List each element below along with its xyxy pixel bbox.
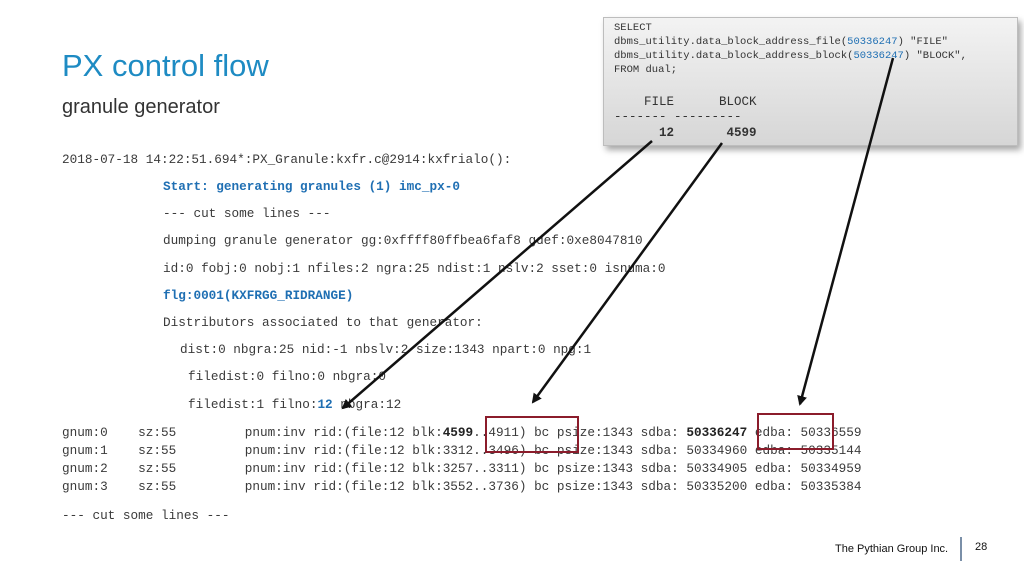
footer-company: The Pythian Group Inc. bbox=[835, 543, 949, 555]
granule-sdba: 50335200 bbox=[686, 479, 748, 494]
granule-sdba: 50334905 bbox=[686, 461, 748, 476]
filedist1-nbgra: nbgra:12 bbox=[332, 397, 402, 412]
filedist1-filno: 12 bbox=[317, 397, 333, 412]
trace-dist-line: dist:0 nbgra:25 nid:-1 nbslv:2 size:1343… bbox=[180, 342, 592, 357]
sql-file-alias: ) "FILE" bbox=[897, 36, 948, 48]
granule-edba: edba: 50334959 bbox=[747, 461, 862, 476]
granule-sdba: 50336247 bbox=[686, 425, 748, 440]
flg-name: (KXFRGG_RIDRANGE) bbox=[223, 288, 354, 303]
arrow-dba-to-sdba bbox=[797, 57, 895, 406]
granule-row: gnum:3 sz:55 pnum:inv rid:(file:12 blk:3… bbox=[62, 479, 861, 494]
sql-block-dba: 50336247 bbox=[853, 50, 904, 62]
page-number: 28 bbox=[975, 541, 988, 553]
granule-mid: ..3736) bc psize:1343 sdba: bbox=[473, 479, 687, 494]
granule-row: gnum:2 sz:55 pnum:inv rid:(file:12 blk:3… bbox=[62, 461, 861, 476]
granule-prefix: gnum:3 sz:55 pnum:inv rid:(file:12 blk: bbox=[62, 479, 443, 494]
granule-prefix: gnum:1 sz:55 pnum:inv rid:(file:12 blk: bbox=[62, 443, 443, 458]
arrow-block-to-blk bbox=[531, 142, 724, 404]
granule-row: gnum:1 sz:55 pnum:inv rid:(file:12 blk:3… bbox=[62, 443, 861, 458]
trace-cut-footer-line: --- cut some lines --- bbox=[62, 508, 230, 523]
trace-filedist1-line: filedist:1 filno:12 nbgra:12 bbox=[188, 397, 401, 412]
sql-from-line: FROM dual; bbox=[614, 64, 678, 76]
granule-edba: edba: 50336559 bbox=[747, 425, 862, 440]
trace-timestamp-line: 2018-07-18 14:22:51.694*:PX_Granule:kxfr… bbox=[62, 152, 512, 167]
granule-edba: edba: 50335384 bbox=[747, 479, 862, 494]
trace-distributors-line: Distributors associated to that generato… bbox=[163, 315, 483, 330]
granule-mid: ..3311) bc psize:1343 sdba: bbox=[473, 461, 687, 476]
granule-sdba: 50334960 bbox=[686, 443, 748, 458]
granule-prefix: gnum:2 sz:55 pnum:inv rid:(file:12 blk: bbox=[62, 461, 443, 476]
granule-blk-start: 3312 bbox=[442, 443, 474, 458]
slide-subtitle: granule generator bbox=[62, 96, 220, 118]
slide-title: PX control flow bbox=[62, 48, 269, 83]
sql-block-alias: ) "BLOCK", bbox=[903, 50, 967, 62]
trace-start-line: Start: generating granules (1) imc_px-0 bbox=[163, 179, 460, 194]
granule-blk-start: 4599 bbox=[442, 425, 474, 440]
granule-edba: edba: 50335144 bbox=[747, 443, 862, 458]
granule-prefix: gnum:0 sz:55 pnum:inv rid:(file:12 blk: bbox=[62, 425, 443, 440]
sdba-highlight-box bbox=[757, 413, 834, 450]
trace-flg-line: flg:0001(KXFRGG_RIDRANGE) bbox=[163, 288, 353, 303]
arrow-file-to-filno bbox=[341, 140, 653, 410]
granule-blk-start: 3552 bbox=[442, 479, 474, 494]
sql-block-func: dbms_utility.data_block_address_block( bbox=[614, 50, 854, 62]
trace-cut-line: --- cut some lines --- bbox=[163, 206, 331, 221]
filedist1-label: filedist:1 filno: bbox=[188, 397, 318, 412]
flg-value: flg:0001 bbox=[163, 288, 224, 303]
footer-divider bbox=[960, 537, 962, 561]
sql-file-dba: 50336247 bbox=[847, 36, 898, 48]
granule-row: gnum:0 sz:55 pnum:inv rid:(file:12 blk:4… bbox=[62, 425, 861, 440]
trace-filedist0-line: filedist:0 filno:0 nbgra:0 bbox=[188, 369, 386, 384]
trace-id-line: id:0 fobj:0 nobj:1 nfiles:2 ngra:25 ndis… bbox=[163, 261, 666, 276]
sql-block-line: dbms_utility.data_block_address_block(50… bbox=[614, 49, 967, 63]
sql-file-func: dbms_utility.data_block_address_file( bbox=[614, 36, 848, 48]
sql-result-row: 12 4599 bbox=[614, 126, 757, 140]
sql-file-line: dbms_utility.data_block_address_file(503… bbox=[614, 35, 948, 49]
granule-blk-start: 3257 bbox=[442, 461, 474, 476]
trace-dump-line: dumping granule generator gg:0xffff80ffb… bbox=[163, 233, 643, 248]
blk-highlight-box bbox=[485, 416, 579, 453]
sql-callout-box: SELECT dbms_utility.data_block_address_f… bbox=[603, 17, 1018, 146]
sql-result-header: FILE BLOCK bbox=[614, 95, 757, 109]
sql-result-separator: ------- --------- bbox=[614, 110, 742, 124]
sql-select-line: SELECT bbox=[614, 22, 652, 34]
